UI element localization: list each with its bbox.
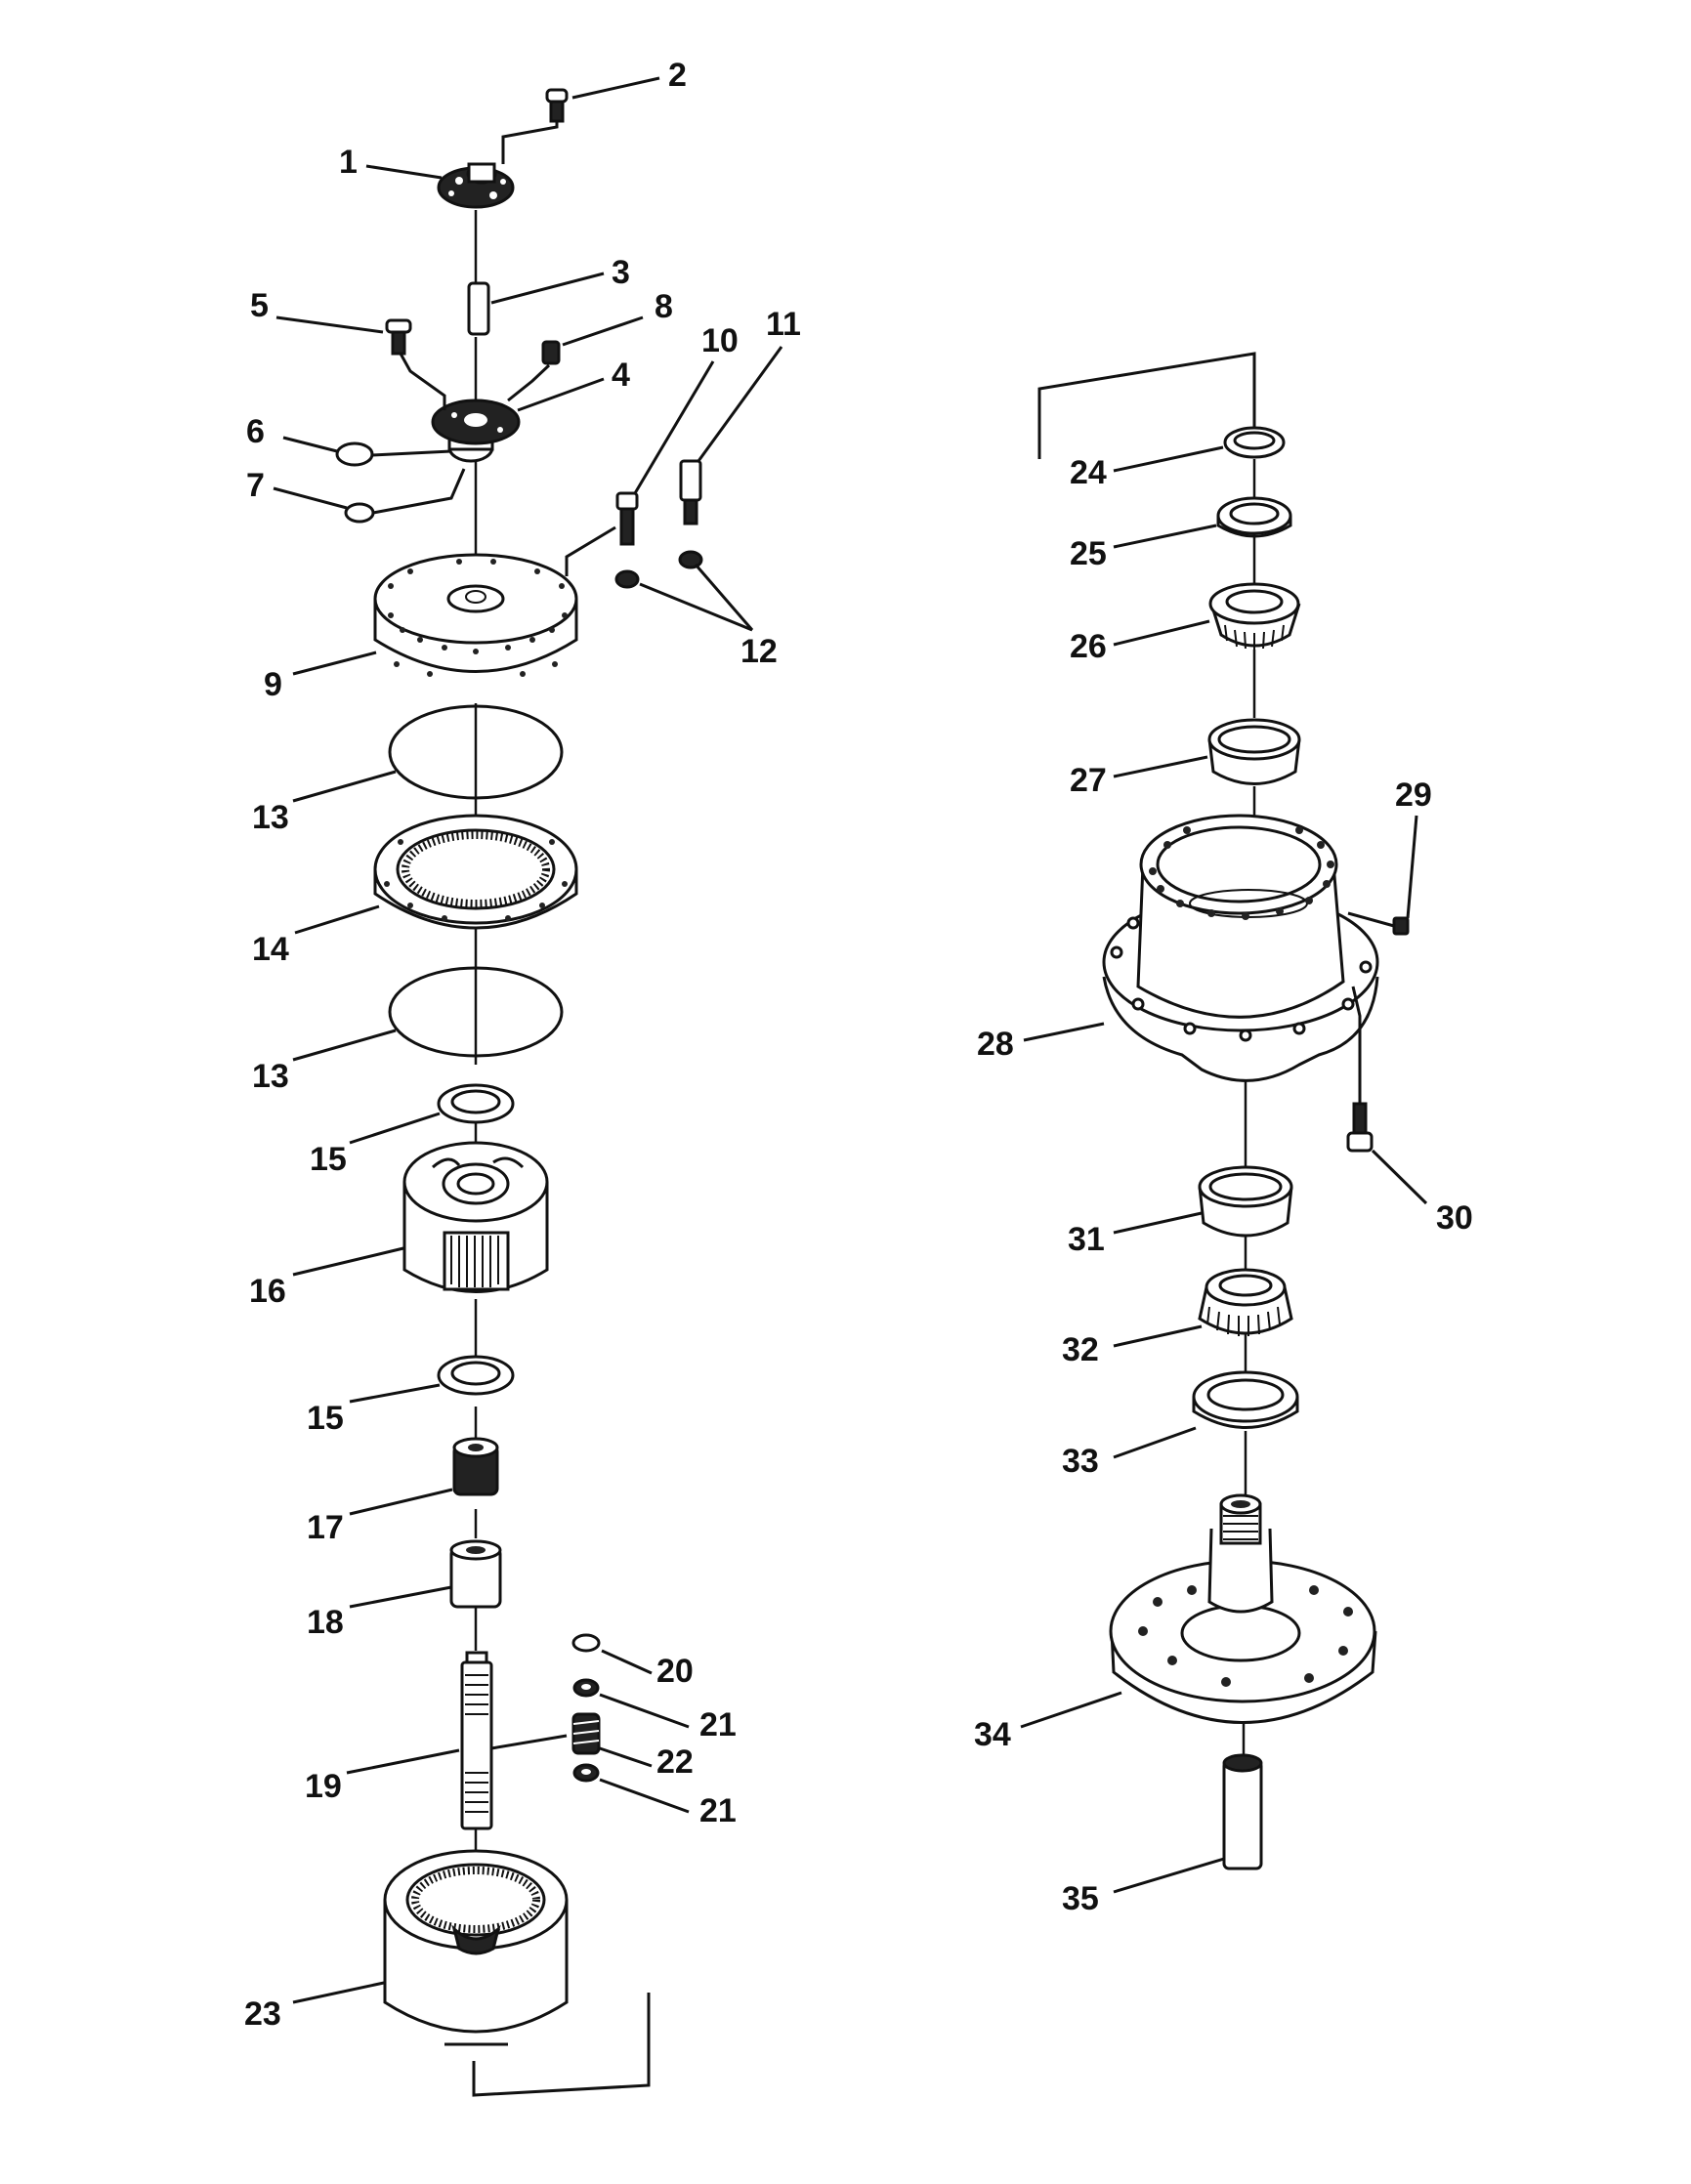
part-thrust-washer-lower bbox=[437, 1355, 515, 1396]
part-washer-21-lower bbox=[572, 1763, 600, 1783]
part-bolt-10 bbox=[565, 491, 639, 576]
callout-11: 11 bbox=[766, 306, 801, 343]
part-spindle bbox=[1109, 1493, 1377, 1724]
callout-5: 5 bbox=[250, 287, 269, 324]
part-spring bbox=[571, 1712, 601, 1755]
callout-30: 30 bbox=[1436, 1199, 1473, 1237]
part-bearing-cone-26 bbox=[1208, 582, 1301, 650]
part-snap-ring bbox=[571, 1633, 601, 1653]
part-spacer bbox=[449, 1539, 502, 1609]
callout-3: 3 bbox=[612, 254, 630, 291]
part-bolt-30 bbox=[1346, 986, 1374, 1153]
callout-6: 6 bbox=[246, 413, 265, 450]
part-bearing-cup-27 bbox=[1207, 718, 1301, 785]
part-thrust-washer-upper bbox=[437, 1083, 515, 1124]
callout-35: 35 bbox=[1062, 1880, 1099, 1917]
connector-bracket bbox=[472, 352, 1256, 2097]
callout-13-upper: 13 bbox=[252, 799, 289, 836]
callout-2: 2 bbox=[668, 57, 687, 94]
callout-10: 10 bbox=[701, 322, 739, 359]
part-cover bbox=[373, 553, 578, 677]
callout-1: 1 bbox=[339, 144, 358, 181]
callout-21-upper: 21 bbox=[699, 1706, 737, 1743]
callout-8: 8 bbox=[655, 288, 673, 325]
part-gasket-upper bbox=[388, 704, 564, 800]
callout-19: 19 bbox=[305, 1768, 342, 1805]
callout-12: 12 bbox=[740, 633, 778, 670]
callout-25: 25 bbox=[1070, 535, 1107, 572]
part-pin-35 bbox=[1222, 1753, 1263, 1870]
callout-22: 22 bbox=[656, 1743, 694, 1781]
part-cover-plate bbox=[431, 399, 521, 463]
callout-18: 18 bbox=[307, 1604, 344, 1641]
leader-lines bbox=[273, 76, 1428, 2004]
part-seal-25 bbox=[1216, 496, 1292, 538]
part-screw bbox=[501, 88, 569, 164]
callout-21-lower: 21 bbox=[699, 1792, 737, 1829]
part-input-shaft bbox=[460, 1651, 568, 1830]
callout-28: 28 bbox=[977, 1026, 1014, 1063]
callout-34: 34 bbox=[974, 1716, 1011, 1753]
part-pin bbox=[467, 281, 490, 336]
part-gasket-lower bbox=[388, 966, 564, 1058]
part-ring-gear-drum bbox=[383, 1849, 569, 2046]
part-bearing-cup-31 bbox=[1198, 1165, 1293, 1238]
part-sun-gear bbox=[452, 1437, 499, 1496]
callout-16: 16 bbox=[249, 1273, 286, 1310]
callout-23: 23 bbox=[244, 1995, 281, 2033]
part-o-ring-6 bbox=[335, 441, 452, 467]
callout-labels: 1 2 3 5 8 4 10 11 6 7 9 12 13 14 13 15 1… bbox=[244, 57, 1473, 2033]
callout-4: 4 bbox=[612, 357, 630, 394]
callout-26: 26 bbox=[1070, 628, 1107, 665]
part-plug bbox=[507, 340, 561, 402]
callout-14: 14 bbox=[252, 931, 289, 968]
callout-15-upper: 15 bbox=[310, 1141, 347, 1178]
callout-7: 7 bbox=[246, 467, 265, 504]
callout-33: 33 bbox=[1062, 1443, 1099, 1480]
callout-20: 20 bbox=[656, 1653, 694, 1690]
part-flange-plate bbox=[437, 162, 515, 209]
part-o-ring-7 bbox=[344, 468, 466, 524]
part-planet-carrier bbox=[402, 1141, 549, 1293]
part-seal-33 bbox=[1192, 1370, 1299, 1429]
part-bolt-11 bbox=[679, 459, 702, 525]
callout-32: 32 bbox=[1062, 1331, 1099, 1368]
callout-27: 27 bbox=[1070, 762, 1107, 799]
part-washer-12 bbox=[614, 550, 703, 589]
part-ring-gear bbox=[373, 814, 578, 930]
callout-31: 31 bbox=[1068, 1221, 1105, 1258]
callout-15-lower: 15 bbox=[307, 1400, 344, 1437]
part-bearing-cone-32 bbox=[1198, 1268, 1293, 1336]
callout-13-lower: 13 bbox=[252, 1058, 289, 1095]
part-plug-29 bbox=[1347, 911, 1410, 936]
part-washer-21-upper bbox=[572, 1678, 600, 1698]
part-seal-24 bbox=[1223, 426, 1286, 459]
callout-9: 9 bbox=[264, 666, 282, 703]
part-screw-5 bbox=[385, 318, 446, 410]
callout-24: 24 bbox=[1070, 454, 1107, 491]
callout-29: 29 bbox=[1395, 777, 1432, 814]
callout-17: 17 bbox=[307, 1509, 344, 1546]
part-hub bbox=[1102, 814, 1379, 1082]
